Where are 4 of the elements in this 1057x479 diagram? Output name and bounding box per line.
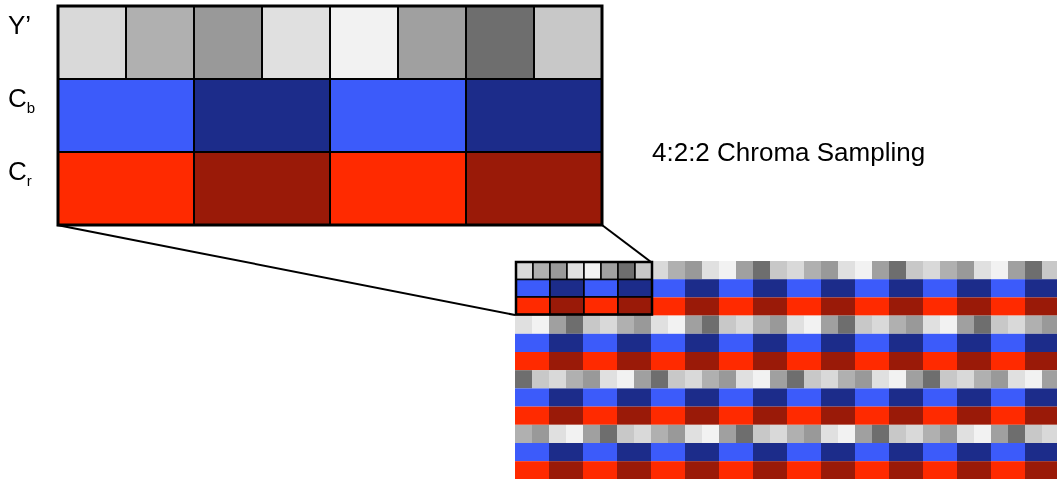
row-label: C$_{r}$: [8, 158, 32, 189]
row-label: C$_{b}$: [8, 85, 36, 116]
row-label: Y’: [8, 12, 32, 38]
diagram-title: 4:2:2 Chroma Sampling: [652, 137, 926, 168]
